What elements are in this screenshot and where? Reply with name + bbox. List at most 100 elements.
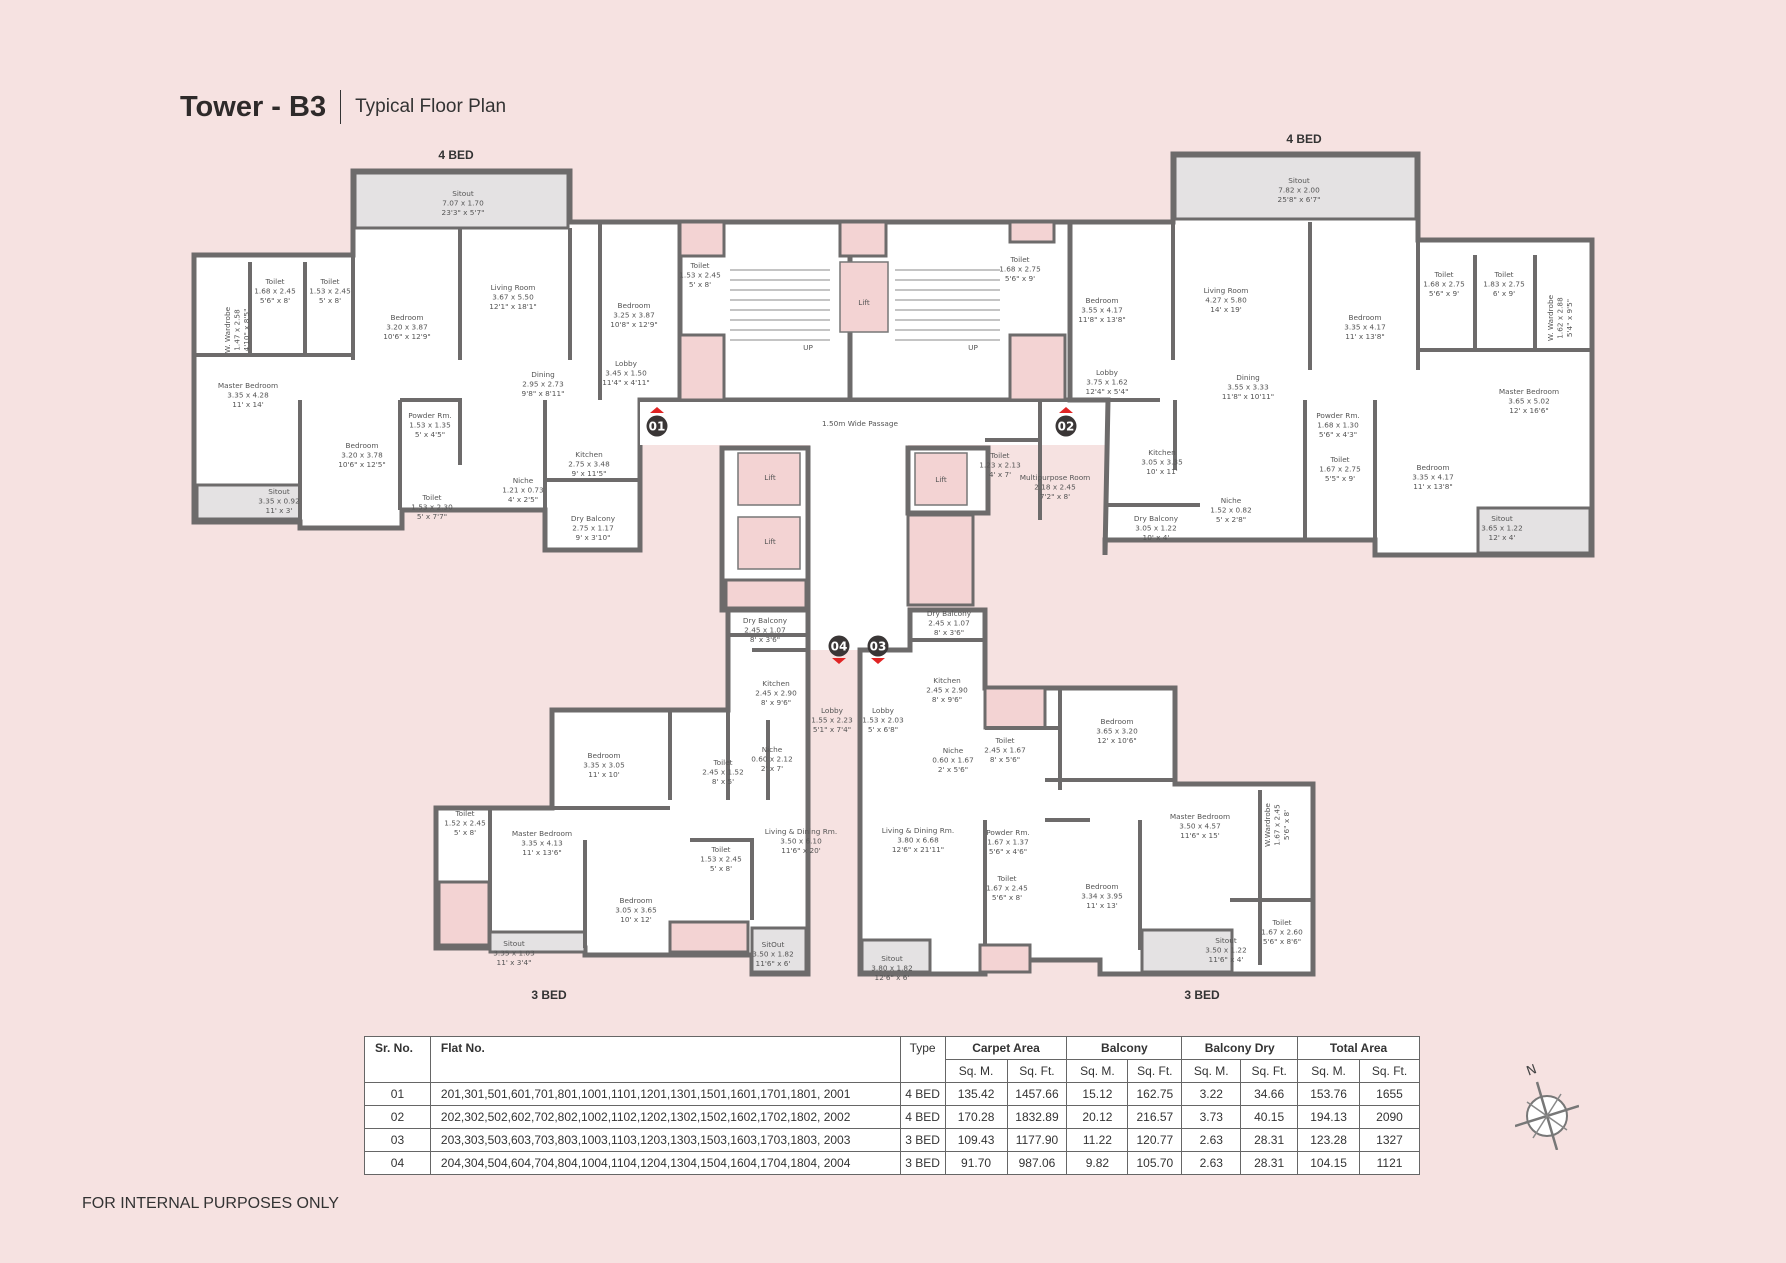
room-dimensions: 3.35 x 4.13 <box>521 839 563 848</box>
room-name: Living Room <box>491 283 536 292</box>
corridor <box>810 445 908 650</box>
room-dimensions: 5' x 8' <box>710 864 732 873</box>
header-sqft: Sq. Ft. <box>1127 1059 1183 1083</box>
room-dimensions: 3.34 x 3.95 <box>1081 892 1122 901</box>
room-name: Bedroom <box>619 896 652 905</box>
cell-dry-sqft: 34.66 <box>1240 1082 1299 1106</box>
room-name: Bedroom <box>1085 296 1118 305</box>
room-dimensions: 2.95 x 2.73 <box>522 380 564 389</box>
room-dimensions: 1.53 x 2.30 <box>411 503 453 512</box>
room-dimensions: 3.35 x 4.17 <box>1412 473 1454 482</box>
room-dimensions: 5' x 8' <box>454 828 476 837</box>
room-name: Toilet <box>421 493 441 502</box>
cell-total-sqm: 104.15 <box>1297 1151 1361 1175</box>
room-name: Dry Balcony <box>927 609 972 618</box>
room-dimensions: 4'10" x 8'5" <box>242 309 251 352</box>
room-name: Sitout <box>452 189 474 198</box>
room-dimensions: 1.52 x 0.82 <box>1210 506 1251 515</box>
shaft <box>906 513 975 607</box>
header-sqft: Sq. Ft. <box>1359 1059 1420 1083</box>
room-name: W. Wardrobe <box>1546 294 1555 341</box>
room-dimensions: 5'6" x 8' <box>992 893 1022 902</box>
shaft <box>668 920 750 954</box>
room-dimensions: 3.67 x 5.50 <box>492 293 534 302</box>
badge-number: 03 <box>870 640 887 654</box>
cell-balcony-sqft: 162.75 <box>1127 1082 1183 1106</box>
room-name: Dry Balcony <box>743 616 788 625</box>
entry-badge-03: 03 <box>867 635 889 664</box>
lift-label: Lift <box>764 473 776 482</box>
room-name: Kitchen <box>575 450 602 459</box>
room-dimensions: 8' x 3'6" <box>750 635 780 644</box>
cell-dry-sqft: 28.31 <box>1240 1128 1299 1152</box>
page-title: Tower - B3 Typical Floor Plan <box>180 90 506 124</box>
cell-dry-sqm: 3.22 <box>1181 1082 1242 1106</box>
room-dimensions: 1.67 x 2.45 <box>986 884 1027 893</box>
room-dimensions: 2.45 x 2.90 <box>926 686 968 695</box>
room-name: SitOut <box>762 940 785 949</box>
room-dimensions: 1.53 x 2.45 <box>309 287 350 296</box>
room-dimensions: 2.18 x 2.45 <box>1034 483 1075 492</box>
room-dimensions: 10' x 11' <box>1146 467 1178 476</box>
room-name: Master Bedroom <box>512 829 572 838</box>
north-label: N <box>1525 1062 1539 1079</box>
unit-03-sitout <box>1140 928 1234 974</box>
room-dimensions: 8' x 9'6" <box>932 695 962 704</box>
room-dimensions: 11' x 13'6" <box>522 848 562 857</box>
cell-dry-sqm: 2.63 <box>1181 1151 1242 1175</box>
badge-number: 02 <box>1058 420 1075 434</box>
room-name: Lobby <box>872 706 895 715</box>
room-dimensions: 3.05 x 1.22 <box>1135 524 1176 533</box>
room-dimensions: 1.67 x 2.60 <box>1261 928 1303 937</box>
room-dimensions: 10' x 12' <box>620 915 652 924</box>
badge-number: 01 <box>649 420 666 434</box>
room-dimensions: 5' x 7'7" <box>417 512 447 521</box>
room-dimensions: 3.75 x 1.62 <box>1086 378 1127 387</box>
room-dimensions: 7.07 x 1.70 <box>442 199 484 208</box>
entry-arrow-icon <box>871 658 885 664</box>
room-dimensions: 11' x 10' <box>588 770 620 779</box>
room-dimensions: 2' x 7' <box>761 764 783 773</box>
room-dimensions: 3.55 x 3.33 <box>1227 383 1269 392</box>
room-dimensions: 3.50 x 1.22 <box>1205 946 1246 955</box>
tower-name: Tower - B3 <box>180 90 327 123</box>
room-dimensions: 10'6" x 12'5" <box>338 460 386 469</box>
header-sr-no: Sr. No. <box>364 1036 431 1083</box>
room-dimensions: 12'6" x 6' <box>875 973 910 982</box>
room-dimensions: 3.05 x 3.35 <box>1141 458 1182 467</box>
header-carpet-area: Carpet Area <box>944 1036 1068 1060</box>
room-dimensions: 4' x 7' <box>989 470 1011 479</box>
room-dimensions: 5' x 6'8" <box>868 725 898 734</box>
room-name: Dining <box>1236 373 1260 382</box>
room-dimensions: 3.20 x 3.78 <box>341 451 383 460</box>
lift-label: Lift <box>935 475 947 484</box>
room-dimensions: 6' x 9' <box>1493 289 1515 298</box>
unit-01-small-sitout <box>195 483 302 521</box>
cell-total-sqft: 1327 <box>1359 1128 1420 1152</box>
header-type: Type <box>899 1036 946 1083</box>
room-dimensions: 3.25 x 3.87 <box>613 311 655 320</box>
room-dimensions: 2.45 x 1.67 <box>984 746 1026 755</box>
room-name: Niche <box>513 476 534 485</box>
room-name: Toilet <box>264 277 284 286</box>
cell-balcony-sqft: 216.57 <box>1127 1105 1183 1129</box>
cell-balcony-sqm: 20.12 <box>1066 1105 1129 1129</box>
room-dimensions: 5'5" x 9' <box>1325 474 1355 483</box>
cell-sr: 02 <box>364 1105 431 1129</box>
cell-total-sqft: 2090 <box>1359 1105 1420 1129</box>
